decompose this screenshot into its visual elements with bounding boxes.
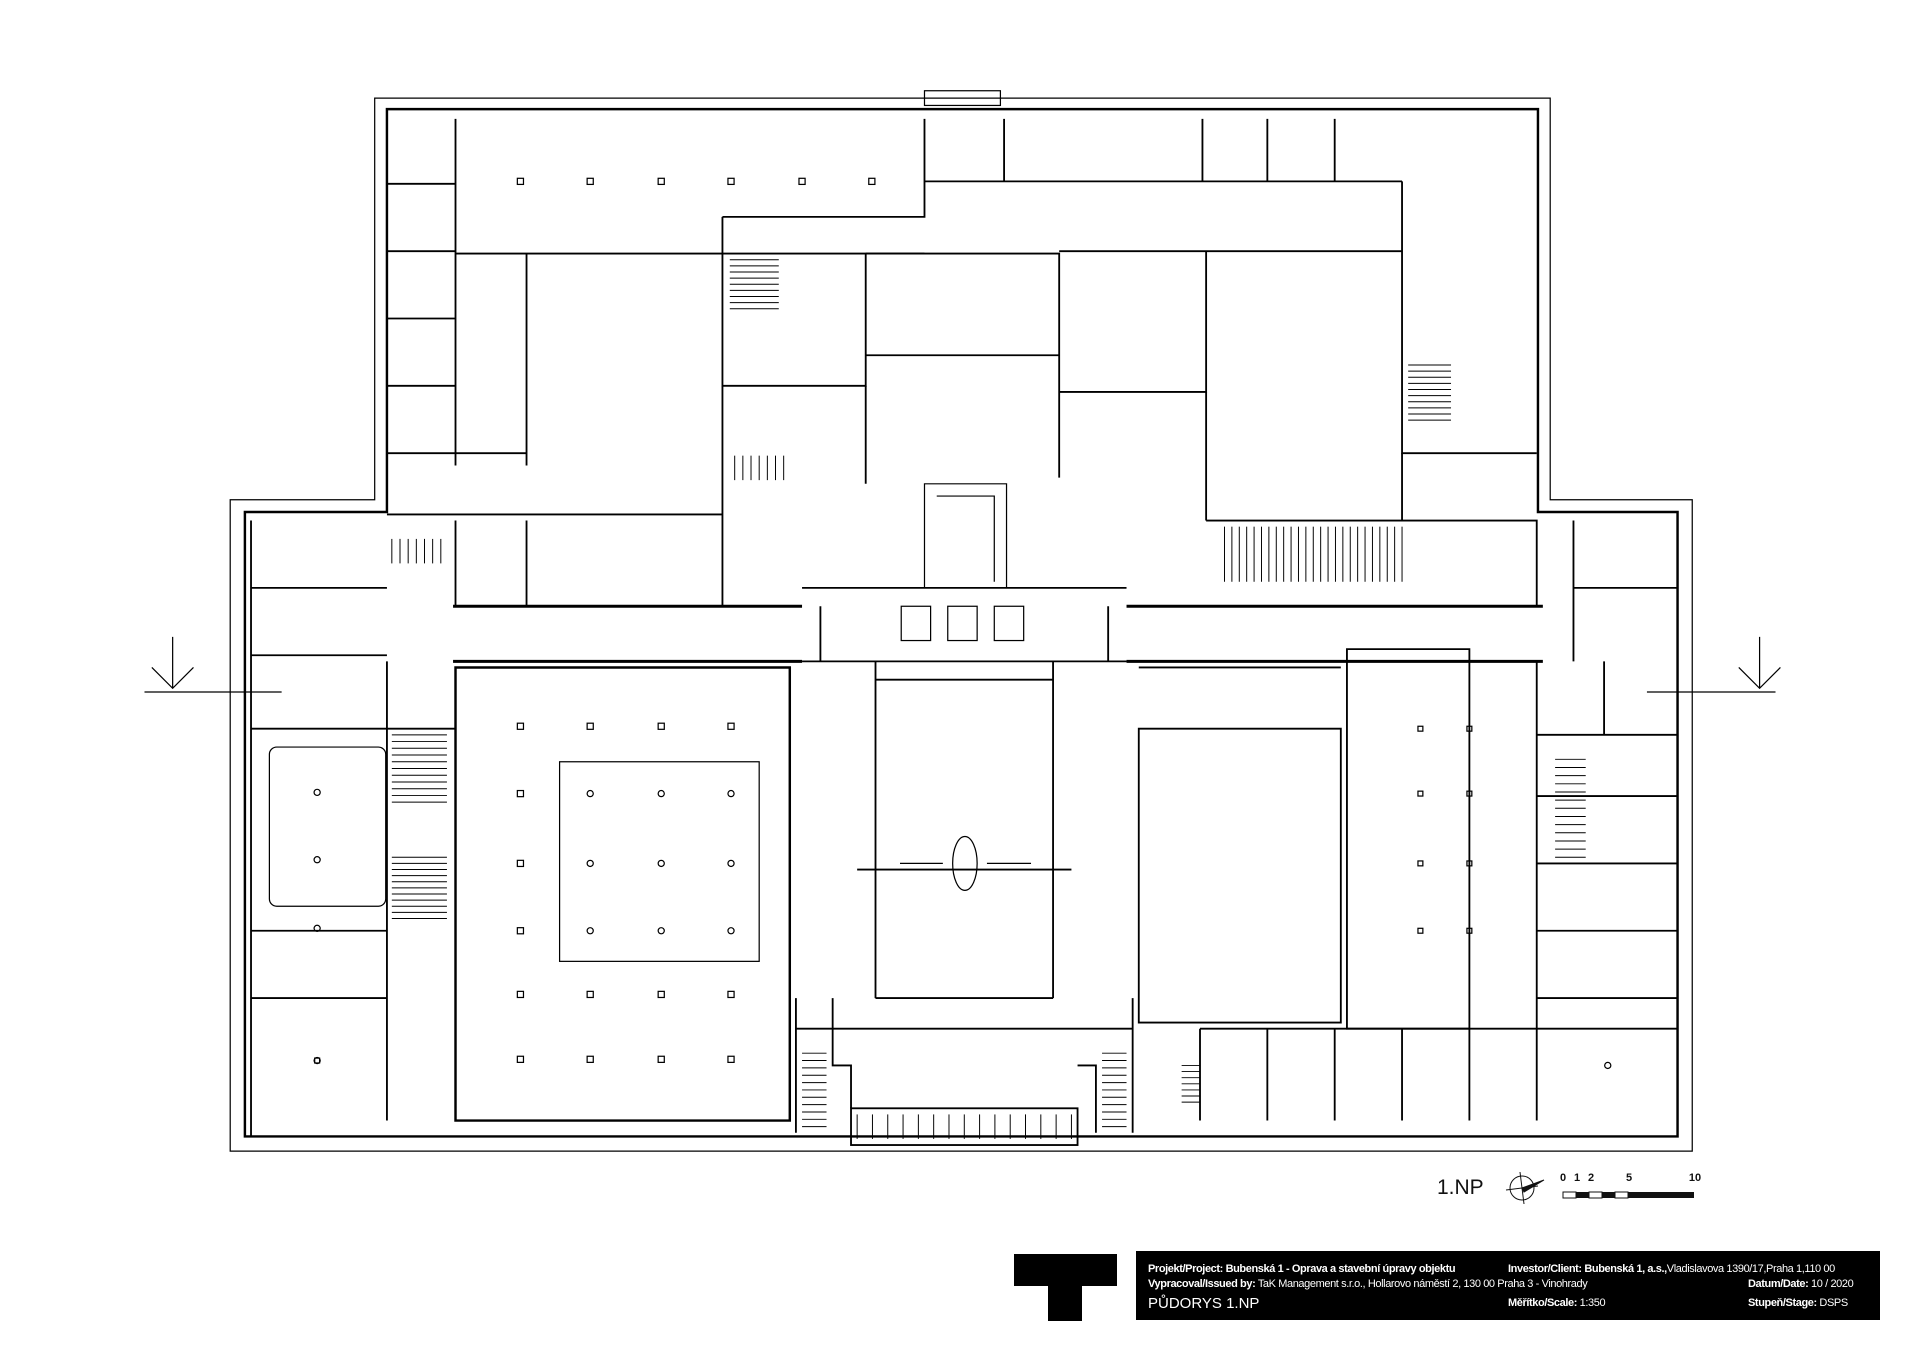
round-column — [586, 859, 594, 868]
round-column — [727, 927, 735, 935]
company-logo-stem — [1048, 1286, 1082, 1321]
column — [1417, 860, 1424, 867]
project-row: Projekt/Project: Bubenská 1 - Oprava a s… — [1148, 1263, 1456, 1276]
column — [657, 177, 665, 186]
investor-address: Vladislavova 1390/17,Praha 1,110 00 — [1666, 1263, 1835, 1275]
column — [727, 990, 735, 999]
round-column — [313, 924, 321, 932]
column — [516, 859, 525, 868]
building-outline — [229, 90, 1693, 1152]
scale-tick-5: 5 — [1625, 1172, 1633, 1184]
scale-tick-1: 1 — [1573, 1172, 1581, 1184]
column — [516, 177, 525, 186]
structural-columns — [313, 177, 1612, 1070]
stairs — [391, 259, 1586, 1139]
round-column — [586, 789, 594, 798]
column — [586, 177, 594, 186]
column — [1466, 927, 1473, 934]
round-column — [657, 789, 665, 798]
scale-tick-2: 2 — [1587, 1172, 1595, 1184]
section-markers — [144, 636, 1781, 693]
scale-bar — [1562, 1191, 1694, 1199]
stage-row: Stupeň/Stage: DSPS — [1748, 1297, 1848, 1310]
column — [798, 177, 806, 186]
issued-value: TaK Management s.r.o., Hollarovo náměstí… — [1257, 1278, 1588, 1290]
round-column — [586, 927, 594, 935]
column — [516, 927, 525, 935]
project-value: Bubenská 1 - Oprava a stavební úpravy ob… — [1225, 1263, 1456, 1275]
column — [727, 722, 735, 730]
column — [657, 722, 665, 730]
scale-tick-0: 0 — [1559, 1172, 1567, 1184]
column — [727, 1055, 735, 1063]
column — [1417, 725, 1424, 732]
company-logo — [1014, 1254, 1117, 1286]
date-label: Datum/Date: — [1748, 1278, 1809, 1290]
section-arrow-right-icon — [1738, 636, 1781, 690]
column — [1466, 790, 1473, 797]
section-arrow-left-icon — [151, 636, 194, 690]
column — [516, 789, 525, 798]
interior-walls — [250, 118, 1678, 1146]
date-value: 10 / 2020 — [1811, 1278, 1854, 1290]
column — [586, 1055, 594, 1063]
stage-value: DSPS — [1819, 1297, 1848, 1309]
stage-label: Stupeň/Stage: — [1748, 1297, 1817, 1309]
project-label: Projekt/Project: — [1148, 1263, 1223, 1275]
column — [314, 1057, 321, 1064]
column — [1466, 725, 1473, 732]
north-arrow-icon — [1505, 1171, 1545, 1205]
scale-label: Měřítko/Scale: — [1508, 1297, 1577, 1309]
column — [657, 990, 665, 999]
column — [1466, 860, 1473, 867]
column — [1417, 927, 1424, 934]
investor-row: Investor/Client: Bubenská 1, a.s.,Vladis… — [1508, 1263, 1835, 1276]
round-column — [313, 788, 321, 797]
round-column — [727, 789, 735, 798]
round-column — [657, 859, 665, 868]
column — [727, 177, 735, 186]
investor-label: Investor/Client: — [1508, 1263, 1582, 1275]
issued-row: Vypracoval/Issued by: TaK Management s.r… — [1148, 1278, 1588, 1291]
column — [586, 722, 594, 730]
column — [516, 722, 525, 730]
column — [657, 1055, 665, 1063]
round-column — [657, 927, 665, 935]
scale-row: Měřítko/Scale: 1:350 — [1508, 1297, 1606, 1310]
floor-label: 1.NP — [1437, 1176, 1484, 1199]
date-row: Datum/Date: 10 / 2020 — [1748, 1278, 1854, 1291]
issued-label: Vypracoval/Issued by: — [1148, 1278, 1256, 1290]
round-column — [727, 859, 735, 868]
scale-tick-10: 10 — [1688, 1172, 1702, 1184]
round-column — [313, 856, 321, 864]
drawing-title: PŮDORYS 1.NP — [1148, 1295, 1260, 1312]
round-column — [1604, 1061, 1612, 1070]
column — [1417, 790, 1424, 797]
courtyard-square — [268, 746, 760, 962]
column — [516, 1055, 525, 1063]
column — [586, 990, 594, 999]
atrium — [900, 483, 1032, 891]
scale-value: 1:350 — [1579, 1297, 1606, 1309]
column — [516, 990, 525, 999]
atrium-oval — [952, 835, 978, 891]
title-block: Projekt/Project: Bubenská 1 - Oprava a s… — [1136, 1251, 1880, 1320]
investor-name: Bubenská 1, a.s., — [1584, 1263, 1667, 1275]
column — [868, 177, 876, 186]
